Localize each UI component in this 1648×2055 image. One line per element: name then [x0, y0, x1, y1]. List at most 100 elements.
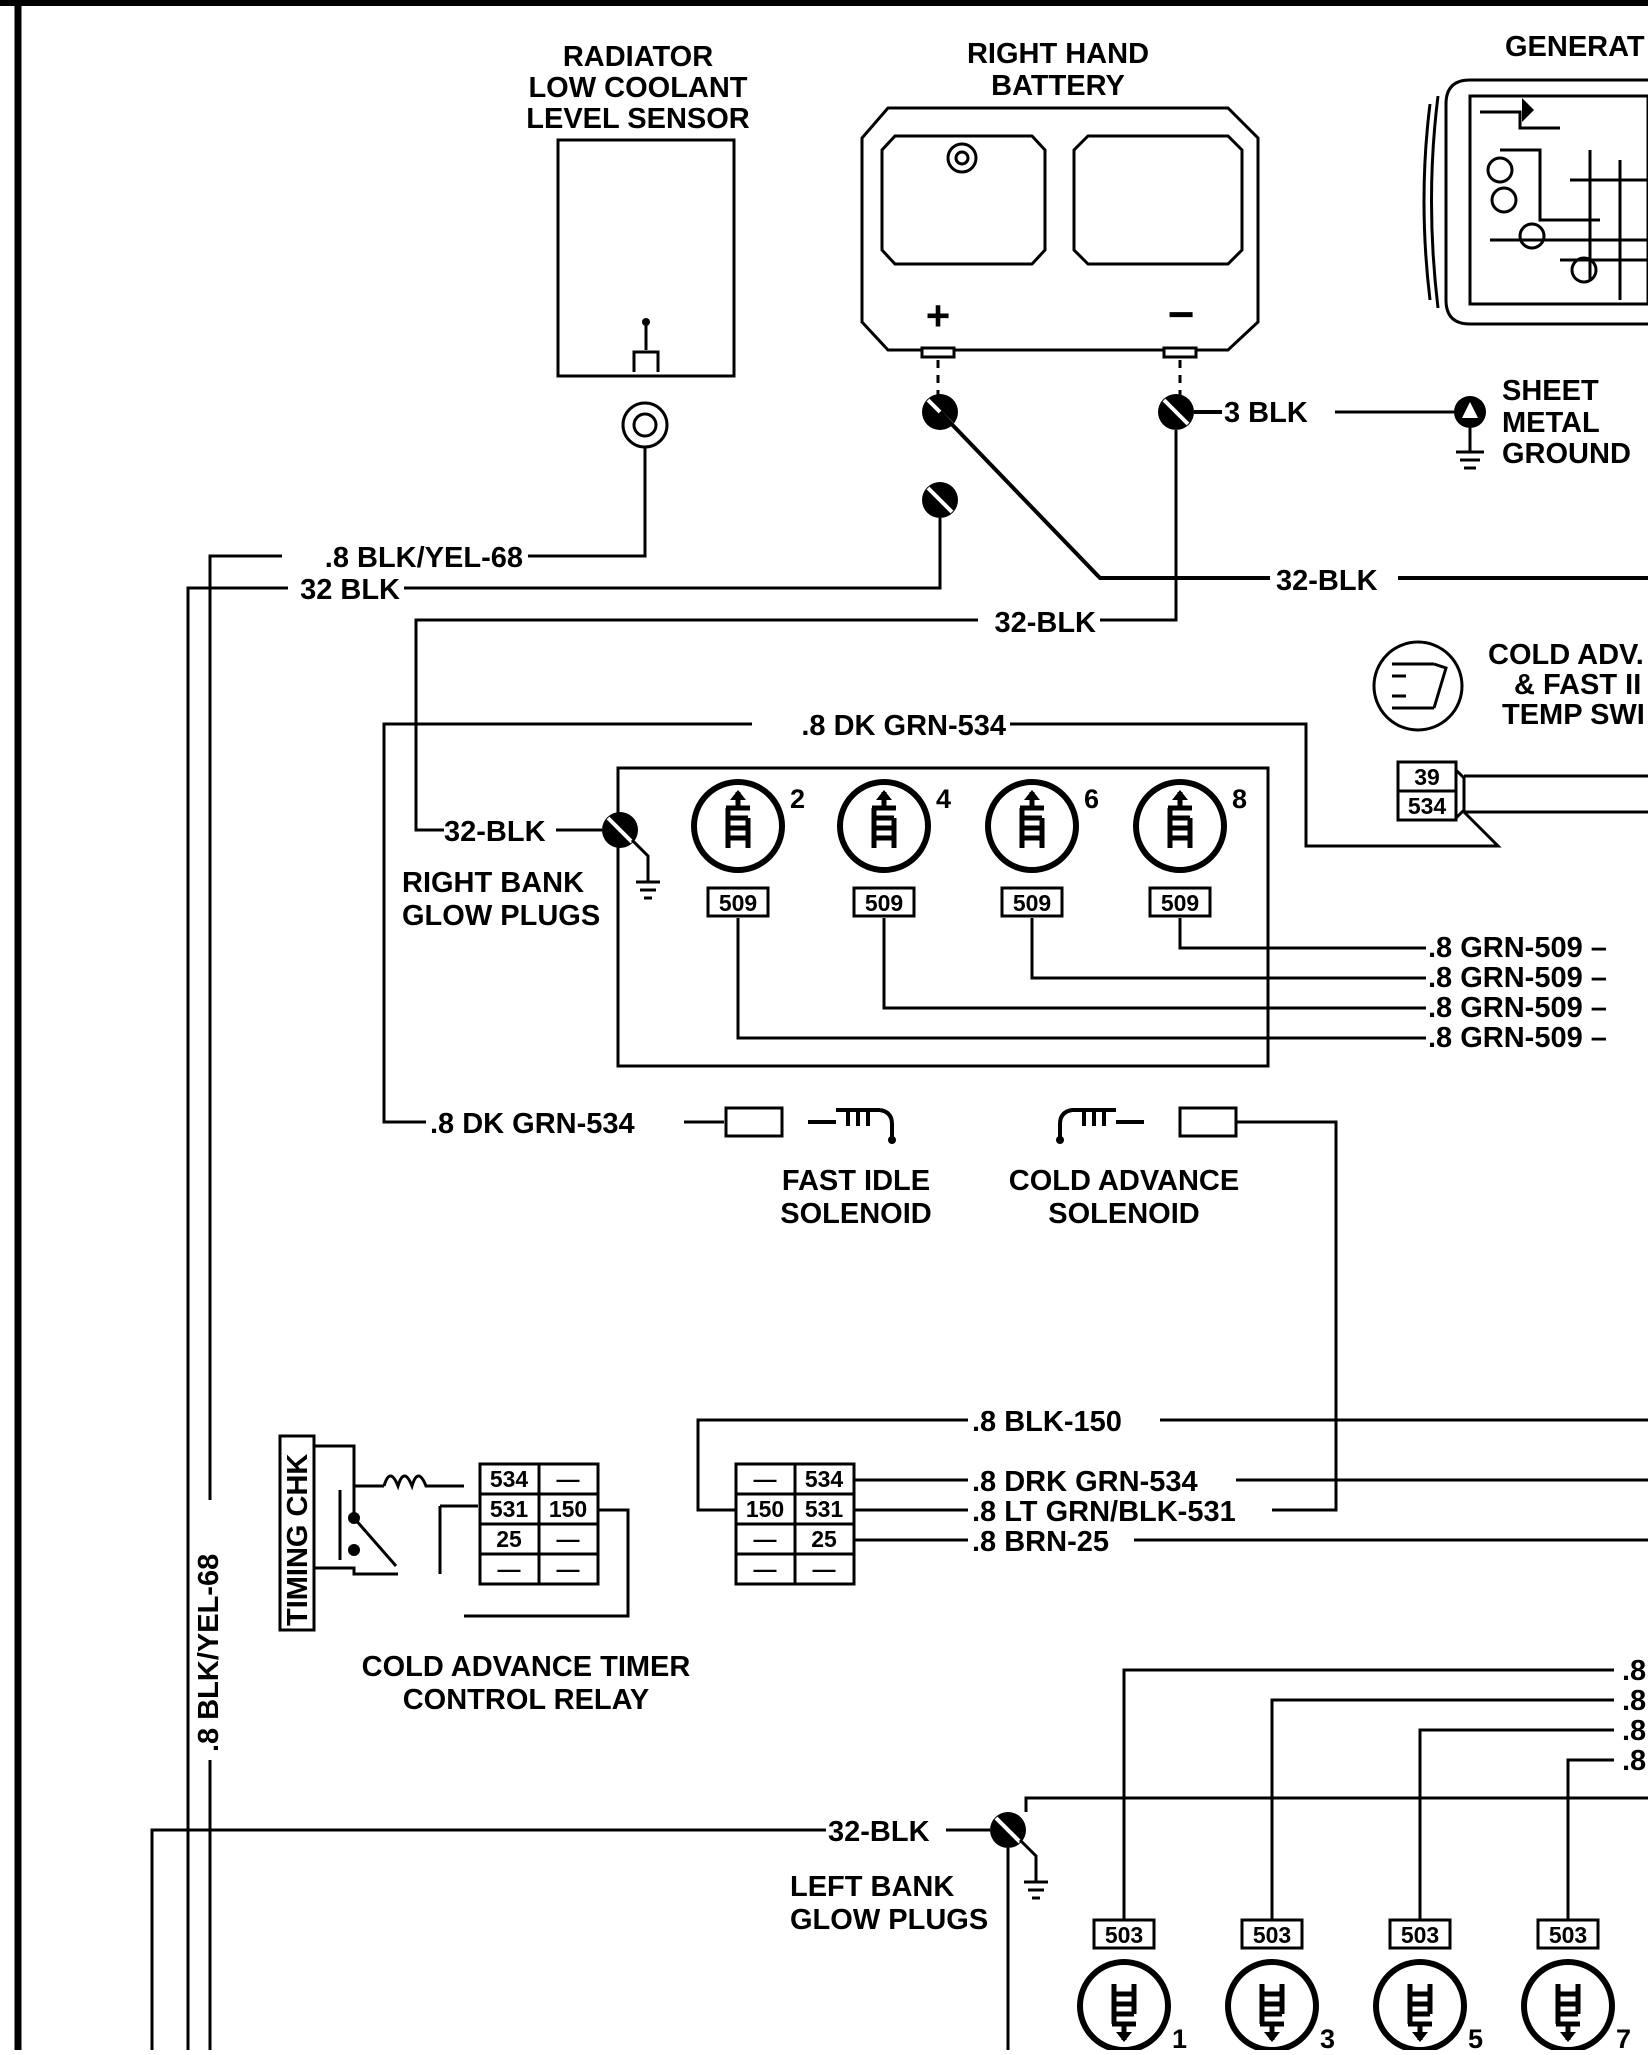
wire-grn-509-4-label: .8 GRN-509 – [1428, 1022, 1607, 1054]
relay-pin: — [754, 1556, 777, 1582]
cold-advance-label-2: SOLENOID [1048, 1198, 1199, 1230]
sheet-metal-ground-icon [1454, 396, 1486, 470]
right-plug-circuit: 509 [865, 890, 903, 916]
wire-blk-yel-68-label: .8 BLK/YEL-68 [325, 542, 523, 574]
relay-pin: — [754, 1526, 777, 1552]
ground-label-2: METAL [1502, 407, 1600, 439]
wire-dk-grn-534-top-label: .8 DK GRN-534 [801, 710, 1006, 742]
probe-icon [632, 318, 660, 372]
relay-pin: 531 [805, 1496, 844, 1522]
timing-chk-box [278, 1434, 316, 1632]
relay-pin: 534 [805, 1466, 844, 1492]
wire-lt-grn-blk-531-label: .8 LT GRN/BLK-531 [972, 1496, 1236, 1528]
left-stub-3: .8 [1622, 1715, 1646, 1747]
left-stub-1: .8 [1622, 1655, 1646, 1687]
generator-label: GENERAT [1505, 31, 1645, 63]
left-bank-label-1: LEFT BANK [790, 1871, 954, 1903]
wire-32-blk-rb-label: 32-BLK [444, 816, 546, 848]
wire-brn-25-label: .8 BRN-25 [972, 1526, 1109, 1558]
fast-idle-label-2: SOLENOID [780, 1198, 931, 1230]
temp-switch-pin-534: 534 [1408, 793, 1447, 819]
right-plug-circuit: 509 [1013, 890, 1051, 916]
wire-grn-509-1-label: .8 GRN-509 – [1428, 932, 1607, 964]
left-plug-number: 5 [1468, 2024, 1483, 2050]
relay-pin: — [557, 1466, 580, 1492]
radiator-label-2: LOW COOLANT [528, 72, 747, 104]
wire-3-blk-label: 3 BLK [1224, 397, 1308, 429]
battery-cell-left [880, 134, 1047, 266]
right-plug-number: 4 [936, 784, 951, 814]
wire-32-blk-label: 32 BLK [300, 574, 400, 606]
ground-label-3: GROUND [1502, 438, 1631, 470]
temp-switch-label-2: & FAST II [1514, 669, 1641, 701]
left-stub-2: .8 [1622, 1685, 1646, 1717]
battery-cell-right [1072, 134, 1244, 266]
negative-terminal-icon: − [1168, 288, 1195, 340]
left-plug-circuit: 503 [1105, 1922, 1143, 1948]
relay-pin: 531 [490, 1496, 529, 1522]
right-plug-circuit: 509 [719, 890, 757, 916]
cold-advance-temp-switch: COLD ADV. & FAST II TEMP SWI 39 534 [1372, 639, 1648, 822]
right-plug-circuit: 509 [1161, 890, 1199, 916]
cold-advance-solenoid: COLD ADVANCE SOLENOID [1009, 1106, 1239, 1230]
temp-switch-label-1: COLD ADV. [1488, 639, 1644, 671]
battery-label-1: RIGHT HAND [967, 38, 1149, 70]
right-bank-frame [616, 766, 1270, 1068]
wire-32-blk-a-label: 32-BLK [1276, 565, 1378, 597]
relay-pin: 150 [746, 1496, 784, 1522]
wire-grn-509-2-label: .8 GRN-509 – [1428, 962, 1607, 994]
left-plug-circuit: 503 [1253, 1922, 1291, 1948]
temp-switch-icon [1372, 640, 1464, 732]
left-plug-circuit: 503 [1401, 1922, 1439, 1948]
timing-chk-label: TIMING CHK [282, 1454, 314, 1626]
wire-dk-grn-534-bottom-label: .8 DK GRN-534 [430, 1108, 635, 1140]
wire-blk-150-label: .8 BLK-150 [972, 1406, 1122, 1438]
ground-label-1: SHEET [1502, 375, 1599, 407]
fast-idle-solenoid: FAST IDLE SOLENOID [724, 1106, 932, 1230]
wire-drk-grn-534-label: .8 DRK GRN-534 [972, 1466, 1198, 1498]
left-plug-number: 3 [1320, 2024, 1335, 2050]
right-bank-label-2: GLOW PLUGS [402, 900, 600, 932]
wire-grn-509-3-label: .8 GRN-509 – [1428, 992, 1607, 1024]
left-plug-number: 1 [1172, 2024, 1187, 2050]
wire-vertical-blk-yel-label: .8 BLK/YEL-68 [193, 1554, 225, 1752]
right-bank-ground-connector [602, 812, 660, 900]
cold-advance-label-1: COLD ADVANCE [1009, 1165, 1239, 1197]
generator: GENERAT [1422, 31, 1648, 326]
relay-pin: 534 [490, 1466, 529, 1492]
left-plug-number: 7 [1616, 2024, 1631, 2050]
right-bank-label-1: RIGHT BANK [402, 867, 584, 899]
temp-switch-label-3: TEMP SWI [1502, 699, 1645, 731]
right-glow-plug: 8 509 [1133, 779, 1247, 918]
wire-32-blk-b-label: 32-BLK [994, 607, 1096, 639]
radiator-coolant-sensor: RADIATOR LOW COOLANT LEVEL SENSOR [526, 41, 750, 449]
fast-idle-label-1: FAST IDLE [782, 1165, 930, 1197]
left-bank-ground-connector [990, 1812, 1048, 1900]
left-stub-4: .8 [1622, 1745, 1646, 1777]
left-glow-plug: 503 3 [1225, 1918, 1335, 2054]
relay-pin: — [498, 1556, 521, 1582]
left-bank-label-2: GLOW PLUGS [790, 1904, 988, 1936]
temp-switch-pin-39: 39 [1414, 764, 1440, 790]
relay-pin: — [557, 1526, 580, 1552]
relay-pin: — [754, 1466, 777, 1492]
relay-label-2: CONTROL RELAY [403, 1684, 650, 1716]
battery-neg-connector [1158, 394, 1194, 430]
left-glow-plug: 503 5 [1373, 1918, 1483, 2054]
wire-32-blk-lb-label: 32-BLK [828, 1816, 930, 1848]
left-plug-circuit: 503 [1549, 1922, 1587, 1948]
radiator-label-1: RADIATOR [563, 41, 713, 73]
ground-splice-connector [922, 482, 958, 518]
relay-pin: 25 [811, 1526, 837, 1552]
relay-label-1: COLD ADVANCE TIMER [362, 1651, 691, 1683]
right-glow-plug: 4 509 [837, 779, 951, 918]
relay-pin: 25 [496, 1526, 522, 1552]
battery-label-2: BATTERY [991, 70, 1125, 102]
left-glow-plug: 503 1 [1077, 1918, 1187, 2054]
right-plug-number: 8 [1232, 784, 1247, 814]
relay-pin: — [557, 1556, 580, 1582]
